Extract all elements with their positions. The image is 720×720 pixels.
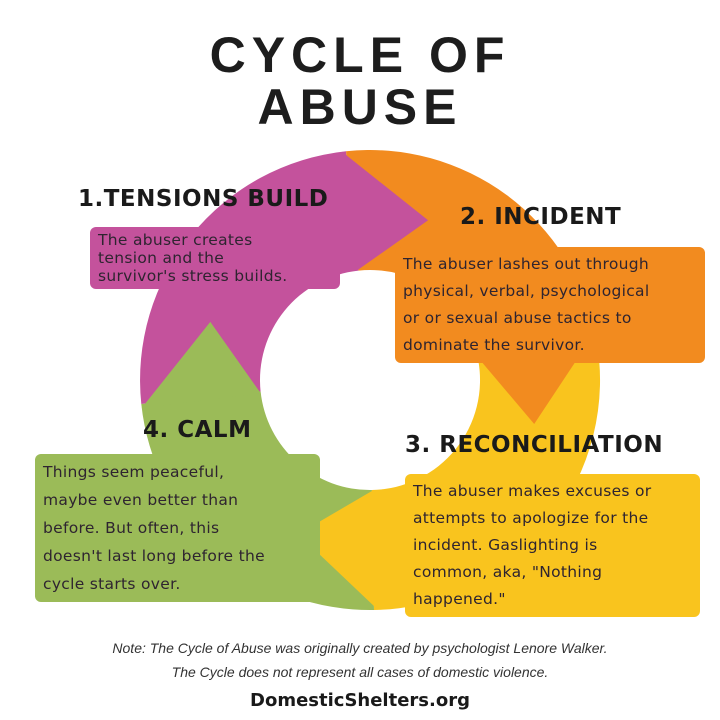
- text-line: doesn't last long before the: [43, 547, 265, 565]
- text-line: dominate the survivor.: [403, 336, 585, 354]
- footer-note-1: Note: The Cycle of Abuse was originally …: [112, 640, 608, 656]
- text-line: The abuser creates: [98, 231, 253, 249]
- title-line-2: ABUSE: [257, 79, 463, 135]
- stage-4-description: Things seem peaceful, maybe even better …: [35, 454, 320, 602]
- footer-note-2: The Cycle does not represent all cases o…: [171, 664, 549, 680]
- footer-site-link[interactable]: DomesticShelters.org: [250, 690, 470, 711]
- text-line: or or sexual abuse tactics to: [403, 309, 632, 327]
- arrow-head-calm: [141, 321, 261, 408]
- text-line: cycle starts over.: [43, 575, 181, 593]
- stage-3-description: The abuser makes excuses or attempts to …: [405, 474, 700, 617]
- text-line: survivor's stress builds.: [98, 267, 288, 285]
- title-line-1: CYCLE OF: [209, 27, 511, 83]
- text-line: before. But often, this: [43, 519, 220, 537]
- arrow-head-tension: [342, 151, 429, 271]
- text-line: The abuser makes excuses or: [413, 482, 652, 500]
- text-line: The abuser lashes out through: [403, 255, 649, 273]
- text-line: common, aka, "Nothing: [413, 563, 603, 581]
- text-line: happened.": [413, 590, 506, 608]
- stage-1-heading: 1.TENSIONS BUILD: [78, 186, 329, 212]
- stage-2-description: The abuser lashes out through physical, …: [395, 247, 705, 363]
- text-line: maybe even better than: [43, 491, 239, 509]
- stage-4-heading: 4. CALM: [143, 417, 252, 443]
- stage-3-heading: 3. RECONCILIATION: [405, 432, 664, 458]
- text-line: attempts to apologize for the: [413, 509, 649, 527]
- stage-1-description: The abuser creates tension and the survi…: [90, 227, 340, 289]
- text-line: Things seem peaceful,: [43, 463, 225, 481]
- stage-2-heading: 2. INCIDENT: [460, 204, 622, 230]
- text-line: tension and the: [98, 249, 225, 267]
- arrow-head-reconciliation: [298, 489, 378, 610]
- text-line: incident. Gaslighting is: [413, 536, 598, 554]
- text-line: physical, verbal, psychological: [403, 282, 650, 300]
